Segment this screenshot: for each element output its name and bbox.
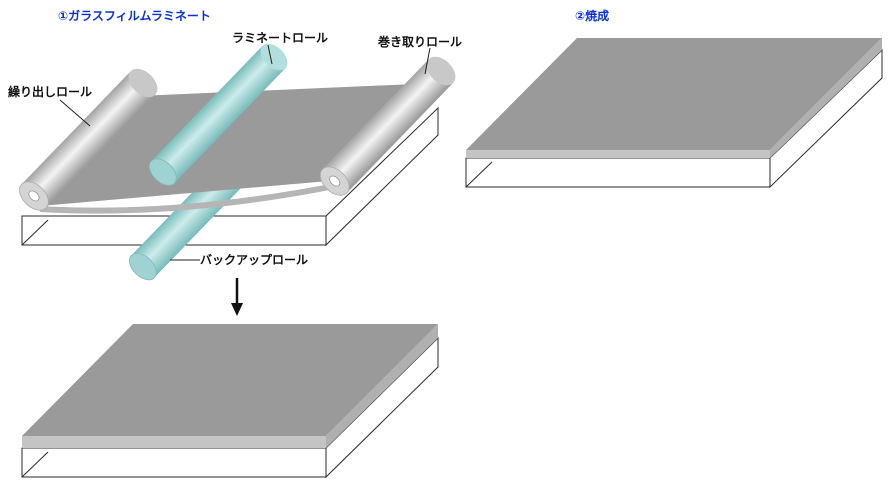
down-arrow-icon — [231, 278, 243, 316]
unwind-roll-leader — [59, 99, 91, 127]
laminate-assembly: 繰り出しロール ラミネートロール 巻き取りロール バックアップロール — [8, 31, 462, 281]
winding-roll-label: 巻き取りロール — [377, 34, 462, 49]
laminate-roll — [149, 43, 288, 186]
unwind-roll-label: 繰り出しロール — [8, 84, 92, 99]
step-2-title: ②焼成 — [575, 8, 609, 23]
winding-roll-leader — [424, 47, 431, 75]
fired-substrate — [465, 38, 883, 189]
substrate-box — [21, 106, 439, 247]
laminated-substrate — [21, 324, 439, 479]
step-1-title: ①ガラスフィルムラミネート — [58, 8, 211, 23]
backup-roll-label: バックアップロール — [200, 252, 308, 267]
laminate-roll-label: ラミネートロール — [232, 31, 328, 45]
laminate-roll-leader — [267, 44, 273, 65]
winding-roll — [319, 56, 456, 196]
unwind-roll — [19, 68, 158, 211]
